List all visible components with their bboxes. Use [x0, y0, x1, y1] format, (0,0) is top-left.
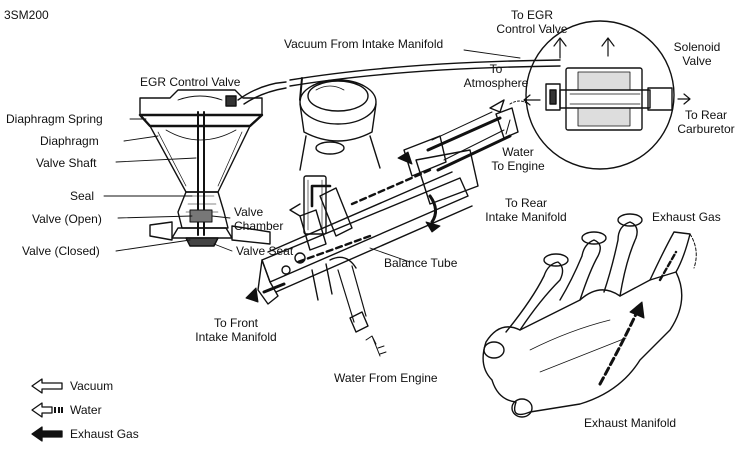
- water-from-engine-arrow: [365, 335, 387, 357]
- label-water-from-engine: Water From Engine: [334, 371, 438, 385]
- label-exhaust-gas-top: Exhaust Gas: [652, 210, 721, 224]
- label-line: Intake Manifold: [485, 210, 567, 224]
- label-balance-tube: Balance Tube: [384, 256, 458, 270]
- exhaust-manifold-drawing: [482, 213, 697, 418]
- label-line: To: [489, 62, 503, 76]
- egr-control-valve-drawing: [138, 89, 271, 247]
- label-line: Carburetor: [677, 122, 735, 136]
- label-vacuum-from-intake: Vacuum From Intake Manifold: [284, 37, 444, 51]
- label-line: Water: [502, 145, 534, 159]
- label-line: To Rear: [504, 196, 548, 210]
- label-valve-seat: Valve Seat: [236, 244, 294, 258]
- leader-lines: [103, 49, 521, 263]
- label-valve-shaft: Valve Shaft: [36, 156, 97, 170]
- hollow-arrow-icon: [31, 378, 63, 394]
- label-exhaust-manifold: Exhaust Manifold: [584, 416, 677, 430]
- label-valve-chamber: Valve Chamber: [234, 205, 283, 233]
- label-diaphragm: Diaphragm: [40, 134, 99, 148]
- label-to-rear-carburetor: To Rear Carburetor: [666, 108, 746, 136]
- solenoid-valve-detail: [523, 20, 691, 170]
- label-water-to-engine: Water To Engine: [478, 145, 558, 173]
- exhaust-flow-arrow: [598, 250, 678, 386]
- carburetor-valve-body: [299, 79, 381, 171]
- label-line: Valve: [234, 205, 264, 219]
- balance-tube-drawing: [257, 107, 519, 333]
- label-line: Intake Manifold: [195, 330, 277, 344]
- label-to-rear-intake-manifold: To Rear Intake Manifold: [476, 196, 576, 224]
- label-solenoid-valve: Solenoid Valve: [662, 40, 732, 68]
- label-diaphragm-spring: Diaphragm Spring: [6, 112, 103, 126]
- label-line: To Front: [213, 316, 258, 330]
- label-valve-closed: Valve (Closed): [22, 244, 100, 258]
- label-line: Atmosphere: [463, 76, 529, 90]
- legend-label: Water: [70, 403, 102, 417]
- legend-label: Vacuum: [70, 379, 114, 393]
- label-line: To Rear: [684, 108, 728, 122]
- label-egr-control-valve: EGR Control Valve: [140, 75, 241, 89]
- label-line: Chamber: [234, 219, 284, 233]
- label-line: To EGR: [510, 8, 553, 22]
- label-valve-open: Valve (Open): [32, 212, 102, 226]
- label-to-egr-control-valve: To EGR Control Valve: [484, 8, 580, 36]
- label-seal: Seal: [70, 189, 95, 203]
- label-to-front-intake-manifold: To Front Intake Manifold: [186, 316, 286, 344]
- label-line: Solenoid: [673, 40, 721, 54]
- label-line: Control Valve: [496, 22, 568, 36]
- striped-arrow-icon: [31, 402, 63, 418]
- label-to-atmosphere: To Atmosphere: [454, 62, 538, 90]
- figure-code: 3SM200: [4, 8, 49, 22]
- legend-label: Exhaust Gas: [70, 427, 139, 441]
- water-to-engine-arrow: [489, 99, 529, 135]
- solid-arrow-icon: [31, 426, 63, 442]
- balance-tube-flow-arrows: [245, 151, 441, 303]
- label-line: Valve: [682, 54, 712, 68]
- label-line: To Engine: [491, 159, 545, 173]
- vacuum-hoses: [237, 59, 561, 105]
